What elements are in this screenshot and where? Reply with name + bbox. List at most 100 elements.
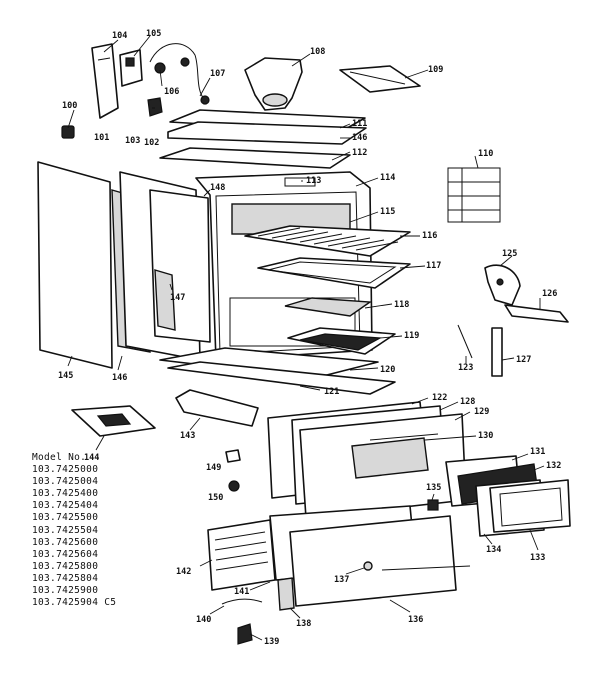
- part-138-drawer-side: [277, 577, 295, 611]
- callout-130: 130: [478, 431, 493, 441]
- callout-109: 109: [428, 65, 443, 75]
- callout-132: 132: [546, 461, 561, 471]
- part-133-window-glass: [489, 479, 571, 533]
- callout-126: 126: [542, 289, 557, 299]
- callout-120: 120: [380, 365, 395, 375]
- callout-139: 139: [264, 637, 279, 647]
- callout-133: 133: [530, 553, 545, 563]
- part-100-knob: [61, 125, 75, 139]
- callout-127: 127: [516, 355, 531, 365]
- model-list-heading: Model No.: [32, 452, 87, 463]
- callout-123: 123: [458, 363, 473, 373]
- callout-101: 101: [94, 133, 109, 143]
- part-116-oven-rack: [244, 225, 411, 257]
- callout-116: 116: [422, 231, 437, 241]
- callout-104: 104: [112, 31, 127, 41]
- callout-137: 137: [334, 575, 349, 585]
- part-137-knob: [363, 561, 373, 571]
- callout-117: 117: [426, 261, 441, 271]
- model-number: 103.7425400: [32, 488, 99, 500]
- part-110-rack-frame: [447, 167, 501, 223]
- part-150-screw: [228, 480, 240, 492]
- callout-146b: 146: [112, 373, 127, 383]
- callout-148: 148: [210, 183, 225, 193]
- callout-115: 115: [380, 207, 395, 217]
- model-number: 103.7425504: [32, 524, 99, 536]
- callout-122: 122: [432, 393, 447, 403]
- part-103-clip: [147, 97, 163, 117]
- callout-125: 125: [502, 249, 517, 259]
- part-140-rod: [221, 598, 263, 605]
- part-127-hinge-bracket: [491, 327, 503, 377]
- model-number: 103.7425004: [32, 476, 99, 488]
- callout-111: 111: [352, 119, 367, 129]
- callout-136: 136: [408, 615, 423, 625]
- callout-108: 108: [310, 47, 325, 57]
- model-number: 103.7425904 C5: [32, 597, 117, 609]
- part-129-oven-door: [299, 413, 467, 519]
- part-104-bracket: [91, 43, 119, 119]
- model-number: 103.7425800: [32, 560, 99, 572]
- callout-149: 149: [206, 463, 221, 473]
- callout-142: 142: [176, 567, 191, 577]
- callout-138: 138: [296, 619, 311, 629]
- callout-147: 147: [170, 293, 185, 303]
- part-108-vent-duct: [244, 57, 303, 111]
- callout-140: 140: [196, 615, 211, 625]
- part-143-deflector: [175, 389, 259, 427]
- callout-113: 113: [306, 176, 321, 186]
- callout-131: 131: [530, 447, 545, 457]
- callout-114: 114: [380, 173, 395, 183]
- part-135-latch: [427, 499, 439, 511]
- part-112-shelf-top: [159, 147, 351, 169]
- part-123-spring: [457, 324, 473, 359]
- part-113-vent-strip: [284, 177, 316, 187]
- callout-119: 119: [404, 331, 419, 341]
- part-125-hinge: [484, 264, 521, 306]
- part-144-bracket-plate: [71, 405, 156, 437]
- part-109-trim: [339, 65, 421, 93]
- model-number: 103.7425000: [32, 464, 99, 476]
- part-146-top-frame: [167, 121, 367, 145]
- callout-144: 144: [84, 453, 99, 463]
- callout-145: 145: [58, 371, 73, 381]
- part-126-hinge-arm: [504, 304, 569, 323]
- part-117-broiler-pan: [257, 257, 411, 289]
- callout-121: 121: [324, 387, 339, 397]
- part-121-kickplate: [167, 361, 396, 395]
- model-number: 103.7425804: [32, 572, 99, 584]
- part-118-pan-insert: [284, 297, 373, 317]
- leader-lines: [67, 35, 545, 641]
- callout-112: 112: [352, 148, 367, 158]
- part-106-107-wire-harness: [149, 43, 210, 105]
- callout-102: 102: [144, 138, 159, 148]
- callout-118: 118: [394, 300, 409, 310]
- callout-128: 128: [460, 397, 475, 407]
- callout-146: 146: [352, 133, 367, 143]
- callout-141: 141: [234, 587, 249, 597]
- callout-103: 103: [125, 136, 140, 146]
- callout-143: 143: [180, 431, 195, 441]
- callout-105: 105: [146, 29, 161, 39]
- model-number-list: Model No. 103.7425000 103.7425004 103.74…: [32, 452, 116, 609]
- callout-110: 110: [478, 149, 493, 159]
- callout-labels: 104 105 106 107 108 109 100 101 102 103 …: [58, 29, 561, 647]
- model-number: 103.7425600: [32, 536, 99, 548]
- callout-135: 135: [426, 483, 441, 493]
- model-number: 103.7425404: [32, 500, 99, 512]
- part-142-drawer-box: [207, 519, 276, 591]
- callout-107: 107: [210, 69, 225, 79]
- part-139-bracket: [237, 623, 253, 645]
- part-149-foot: [225, 449, 241, 463]
- part-145-side-panel: [37, 161, 113, 369]
- part-147-inner-panel: [149, 189, 211, 343]
- callout-129: 129: [474, 407, 489, 417]
- model-number: 103.7425604: [32, 548, 99, 560]
- callout-106: 106: [164, 87, 179, 97]
- model-number: 103.7425900: [32, 585, 99, 597]
- part-105-plate: [119, 49, 143, 87]
- callout-150: 150: [208, 493, 223, 503]
- model-number: 103.7425500: [32, 512, 99, 524]
